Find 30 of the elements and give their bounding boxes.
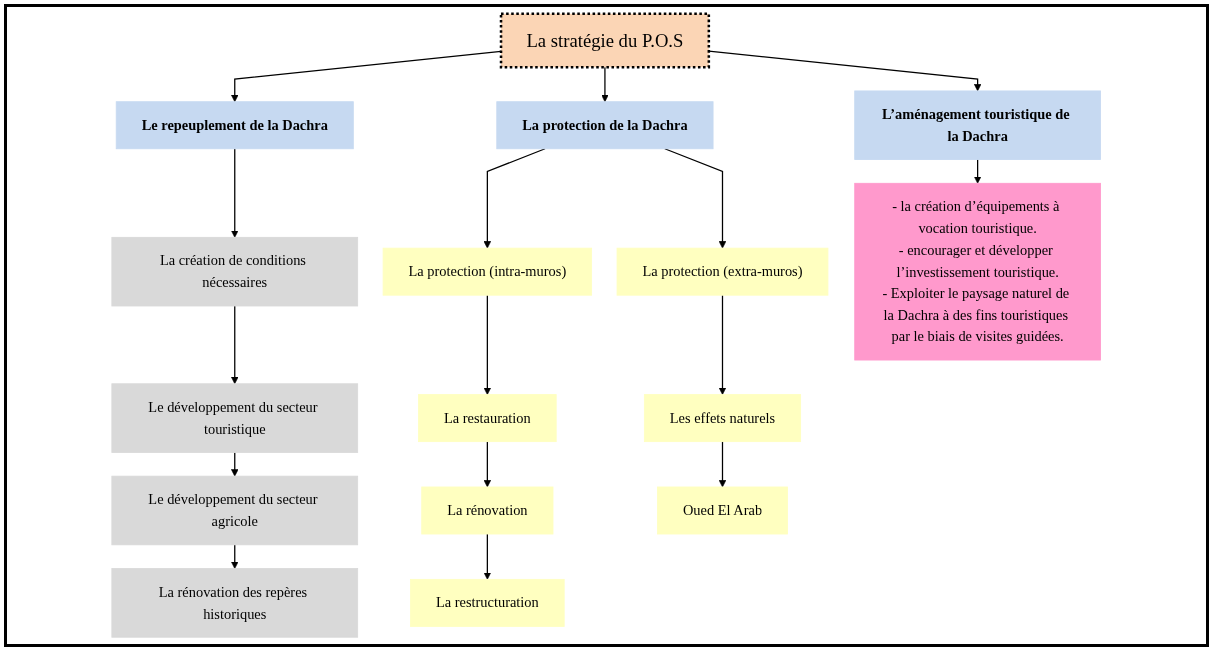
arrow (664, 148, 727, 249)
node-box (496, 101, 714, 150)
node-box (410, 578, 565, 627)
arrow (483, 533, 492, 580)
node-box (644, 394, 802, 443)
node-box (616, 247, 829, 296)
arrow (719, 294, 727, 395)
node-box (111, 236, 359, 307)
node-box (418, 394, 557, 443)
node-box (111, 475, 359, 546)
node-box (854, 182, 1102, 361)
node-box (111, 383, 359, 453)
arrow (483, 294, 492, 395)
node-box (421, 486, 554, 535)
arrow (231, 451, 239, 477)
arrow (719, 441, 727, 488)
arrow (231, 50, 502, 103)
node-box (500, 12, 711, 69)
arrow (231, 148, 239, 238)
arrow (483, 148, 546, 249)
node-box (111, 568, 359, 638)
node-box (657, 486, 789, 535)
node-box (854, 90, 1102, 160)
node-box (382, 247, 593, 296)
arrow (231, 305, 239, 385)
arrow (231, 544, 239, 569)
diagram-frame: La stratégie du P.O.S Le repeuplement de la Dachra La protection de la Dachra L’aménagement touristique de la Dachra La création de conditions nécessaires Le développement du secteur touristique Le développement du secteur agricole La rénovation des repères historiques La protection (intra-muros) La restauration La rénovation La restructuration La protection (extra-muros) Les effets naturels Oued El Arab - la création d’équipements à vocation touristique. - encourager et développer l’investissement touristique. - Exploiter le paysage naturel de la Dachra à des fins touristiques par le biais de visites guidées. (4, 4, 1209, 647)
arrow (974, 158, 982, 184)
node-box (116, 101, 355, 150)
arrow (483, 441, 492, 488)
